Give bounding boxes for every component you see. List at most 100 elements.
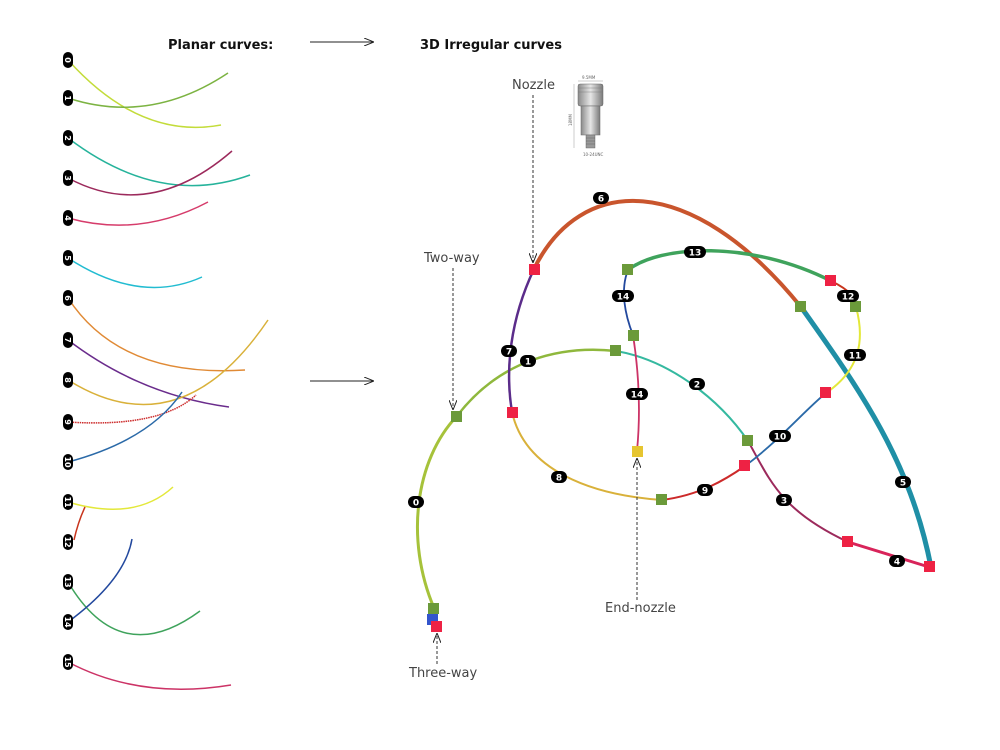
svg-text:14: 14 — [617, 293, 630, 303]
svg-text:12: 12 — [842, 293, 855, 303]
planar-index-15: 15 — [63, 654, 73, 670]
segment-labels: 0 1 2 3 4 5 6 7 8 9 10 11 12 13 14 14 — [408, 192, 911, 568]
planar-curve-11 — [67, 486, 174, 511]
joint-3-4 — [842, 536, 853, 547]
irregular-segment-7 — [507, 268, 536, 413]
irregular-segment-6 — [532, 198, 803, 309]
svg-text:9: 9 — [63, 419, 72, 425]
svg-text:9.5MM: 9.5MM — [582, 75, 596, 80]
segment-label-14-lower: 14 — [626, 388, 648, 401]
svg-text:7: 7 — [506, 348, 512, 358]
segment-label-5: 5 — [895, 476, 911, 489]
irregular-segment-10 — [744, 392, 827, 467]
svg-text:5: 5 — [63, 255, 72, 261]
irregular-segment-14a — [623, 269, 634, 336]
svg-text:14: 14 — [63, 616, 72, 628]
svg-text:15: 15 — [63, 656, 72, 668]
three-way-joint-nozzle — [431, 621, 442, 632]
svg-text:10-24UNC: 10-24UNC — [583, 152, 604, 157]
svg-text:8: 8 — [63, 377, 72, 383]
planar-curve-4 — [67, 201, 209, 226]
segment-label-1: 1 — [520, 355, 536, 368]
joint-12-13 — [825, 275, 836, 286]
planar-curve-15 — [67, 661, 232, 690]
svg-text:1: 1 — [63, 95, 72, 101]
joint-9-10 — [739, 460, 750, 471]
joint-2-3 — [742, 435, 753, 446]
svg-text:13: 13 — [63, 576, 72, 587]
callout-end-nozzle: End-nozzle — [605, 601, 676, 616]
segment-label-13: 13 — [684, 246, 706, 259]
planar-curves-header: Planar curves: — [168, 38, 273, 53]
segment-label-3: 3 — [776, 494, 792, 507]
svg-text:3: 3 — [781, 497, 787, 507]
nozzle-product-image: 9.5MM 18MM 10-24UNC — [568, 75, 604, 157]
planar-index-7: 7 — [63, 332, 73, 348]
planar-index-10: 10 — [63, 454, 73, 470]
three-way-joint-base — [427, 614, 438, 625]
nozzle-joint — [529, 264, 540, 275]
irregular-segment-3 — [747, 440, 849, 543]
segment-label-12: 12 — [837, 290, 859, 303]
callouts: Nozzle Two-way End-nozzle Three-way — [408, 78, 676, 681]
three-way-joint-top — [428, 603, 439, 614]
svg-text:11: 11 — [63, 496, 72, 508]
end-nozzle-joint — [632, 446, 643, 457]
svg-text:11: 11 — [849, 352, 862, 362]
svg-text:8: 8 — [556, 474, 562, 484]
joint-7-8 — [507, 407, 518, 418]
planar-curve-5 — [67, 257, 203, 289]
segment-label-11: 11 — [844, 349, 866, 362]
svg-text:4: 4 — [894, 558, 900, 568]
planar-curve-13 — [67, 581, 201, 636]
svg-text:12: 12 — [63, 536, 72, 547]
joint-10-11 — [820, 387, 831, 398]
segment-label-10: 10 — [769, 430, 791, 443]
planar-curve-14 — [67, 538, 133, 623]
svg-text:18MM: 18MM — [568, 113, 573, 126]
joint-markers — [427, 264, 935, 632]
svg-text:0: 0 — [63, 57, 72, 63]
planar-curve-0 — [67, 59, 222, 129]
planar-curve-12 — [73, 506, 86, 541]
planar-index-5: 5 — [63, 250, 73, 266]
planar-index-1: 1 — [63, 90, 73, 106]
svg-text:2: 2 — [63, 135, 72, 141]
svg-text:10: 10 — [774, 433, 787, 443]
svg-text:0: 0 — [413, 499, 419, 509]
planar-index-6: 6 — [63, 290, 73, 306]
segment-label-9: 9 — [697, 484, 713, 497]
joint-14 — [628, 330, 639, 341]
planar-index-9: 9 — [63, 414, 73, 430]
two-way-joint — [451, 411, 462, 422]
segment-label-0: 0 — [408, 496, 424, 509]
joint-8-9 — [656, 494, 667, 505]
svg-text:5: 5 — [900, 479, 906, 489]
planar-index-badges: 0 1 2 3 4 5 6 7 8 9 10 11 12 13 14 15 — [63, 52, 73, 670]
planar-index-3: 3 — [63, 170, 73, 186]
svg-text:2: 2 — [694, 381, 700, 391]
callout-two-way: Two-way — [423, 251, 480, 266]
svg-text:7: 7 — [63, 337, 72, 343]
irregular-segment-4 — [847, 540, 930, 569]
svg-text:13: 13 — [689, 249, 702, 259]
planar-curve-6 — [67, 297, 246, 372]
irregular-curves-header: 3D Irregular curves — [420, 38, 562, 53]
irregular-segment-5 — [798, 305, 934, 568]
svg-text:9: 9 — [702, 487, 708, 497]
svg-text:10: 10 — [63, 456, 72, 468]
joint-5-6 — [795, 301, 806, 312]
segment-label-2: 2 — [689, 378, 705, 391]
planar-index-0: 0 — [63, 52, 73, 68]
irregular-segment-0 — [415, 414, 459, 609]
irregular-segment-13 — [626, 248, 832, 283]
irregular-segment-1 — [456, 348, 617, 417]
svg-text:4: 4 — [63, 215, 72, 221]
planar-curve-8 — [67, 319, 269, 406]
callout-nozzle: Nozzle — [512, 78, 555, 93]
planar-curve-2 — [67, 137, 251, 187]
segment-label-7: 7 — [501, 345, 517, 358]
planar-curve-7 — [67, 339, 230, 408]
svg-text:14: 14 — [631, 391, 644, 401]
